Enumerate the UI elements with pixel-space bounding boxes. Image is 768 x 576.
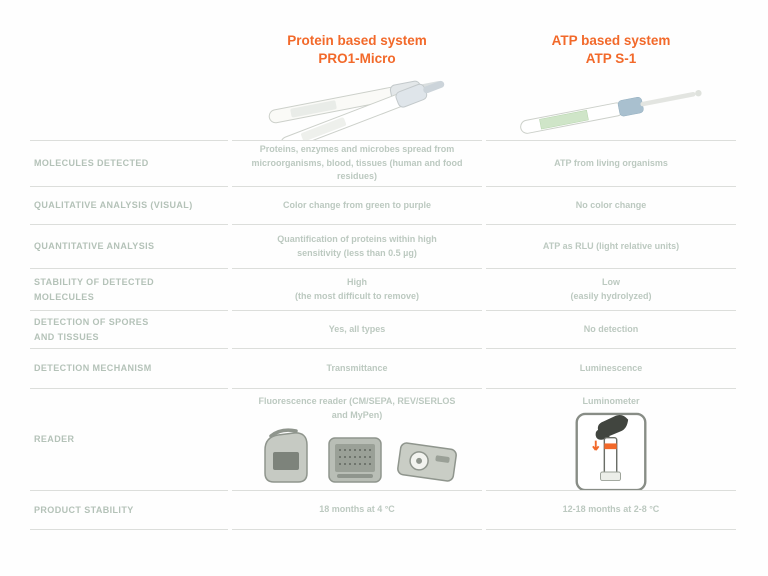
- cell-value: Color change from green to purple: [282, 199, 431, 210]
- cell-pro1-qualitative-analysis: Color change from green to purple: [232, 186, 482, 224]
- row-label-text-line2: AND TISSUES: [34, 331, 99, 342]
- cell-value: Proteins, enzymes and microbes spread fr…: [251, 144, 463, 182]
- row-label-molecules-detected: MOLECULES DETECTED: [30, 140, 228, 186]
- pro1-swab-pens-image: [268, 81, 445, 140]
- comparison-table: Protein based system PRO1-Micro: [30, 30, 736, 530]
- row-label-reader: READER: [30, 388, 228, 490]
- cell-atp-mechanism: Luminescence: [486, 348, 736, 388]
- cell-atp-quantitative-analysis: ATP as RLU (light relative units): [486, 224, 736, 268]
- pro1-readers-image-wrap: [251, 426, 463, 488]
- row-label-qualitative-analysis: QUALITATIVE ANALYSIS (VISUAL): [30, 186, 228, 224]
- cell-value: Yes, all types: [328, 323, 386, 334]
- atp-product-image-wrap: [511, 86, 711, 135]
- cell-value: ATP as RLU (light relative units): [542, 240, 680, 251]
- column-header-atp: ATP based system ATP S-1: [486, 30, 736, 140]
- cell-atp-stability: Low (easily hydrolyzed): [486, 268, 736, 310]
- cell-pro1-spores: Yes, all types: [232, 310, 482, 348]
- cell-value-note: (the most difficult to remove): [294, 290, 419, 301]
- row-label-detection-mechanism: DETECTION MECHANISM: [30, 348, 228, 388]
- cell-pro1-molecules-detected: Proteins, enzymes and microbes spread fr…: [232, 140, 482, 186]
- pro1-column-title: Protein based system: [287, 33, 427, 48]
- cell-pro1-product-stability: 18 months at 4 °C: [232, 490, 482, 530]
- cell-value-note: (easily hydrolyzed): [570, 290, 652, 301]
- row-label-text: MOLECULES DETECTED: [34, 158, 149, 169]
- cell-pro1-mechanism: Transmittance: [232, 348, 482, 388]
- cell-atp-product-stability: 12-18 months at 2-8 °C: [486, 490, 736, 530]
- row-label-stability-of-molecules: STABILITY OF DETECTED MOLECULES: [30, 268, 228, 310]
- atp-column-subtitle: ATP S-1: [585, 51, 637, 67]
- row-label-text: READER: [34, 434, 75, 445]
- cell-value: No color change: [575, 199, 647, 210]
- cell-value: Luminescence: [579, 362, 643, 373]
- row-label-text: DETECTION MECHANISM: [34, 363, 152, 374]
- header-empty-cell: [30, 30, 228, 140]
- row-label-product-stability: PRODUCT STABILITY: [30, 490, 228, 530]
- row-label-text: QUALITATIVE ANALYSIS (VISUAL): [34, 200, 193, 211]
- atp-column-title: ATP based system: [551, 33, 671, 48]
- cell-value: Quantification of proteins within high s…: [277, 234, 437, 258]
- cell-value: 12-18 months at 2-8 °C: [562, 504, 660, 515]
- pro1-product-image-wrap: [244, 74, 470, 140]
- row-label-text: QUANTITATIVE ANALYSIS: [34, 241, 155, 252]
- cell-value: ATP from living organisms: [554, 157, 668, 168]
- cell-value: High: [347, 277, 367, 287]
- atp-reader-image-wrap: [573, 412, 649, 490]
- row-label-text-line2: MOLECULES: [34, 291, 95, 302]
- atp-swab-pen-image: [520, 90, 702, 135]
- cell-value: No detection: [583, 323, 639, 334]
- luminometer-image: [575, 412, 647, 490]
- cell-atp-reader: Luminometer: [486, 388, 736, 490]
- row-label-text: PRODUCT STABILITY: [34, 504, 134, 515]
- cell-pro1-quantitative-analysis: Quantification of proteins within high s…: [232, 224, 482, 268]
- cell-value: Low: [602, 277, 620, 287]
- cell-value: Fluorescence reader (CM/SEPA, REV/SERLOS…: [258, 396, 456, 420]
- row-label-text: STABILITY OF DETECTED: [34, 277, 155, 288]
- column-header-pro1: Protein based system PRO1-Micro: [232, 30, 482, 140]
- row-label-detection-of-spores: DETECTION OF SPORES AND TISSUES: [30, 310, 228, 348]
- cell-value: Luminometer: [582, 396, 640, 406]
- cell-value: Transmittance: [326, 362, 388, 373]
- cell-value: 18 months at 4 °C: [319, 504, 395, 515]
- cell-atp-molecules-detected: ATP from living organisms: [486, 140, 736, 186]
- fluorescence-readers-image: [264, 428, 457, 483]
- cell-atp-qualitative-analysis: No color change: [486, 186, 736, 224]
- cell-pro1-reader: Fluorescence reader (CM/SEPA, REV/SERLOS…: [232, 388, 482, 490]
- cell-pro1-stability: High (the most difficult to remove): [232, 268, 482, 310]
- row-label-quantitative-analysis: QUANTITATIVE ANALYSIS: [30, 224, 228, 268]
- pro1-column-subtitle: PRO1-Micro: [318, 51, 396, 67]
- row-label-text: DETECTION OF SPORES: [34, 317, 149, 328]
- cell-atp-spores: No detection: [486, 310, 736, 348]
